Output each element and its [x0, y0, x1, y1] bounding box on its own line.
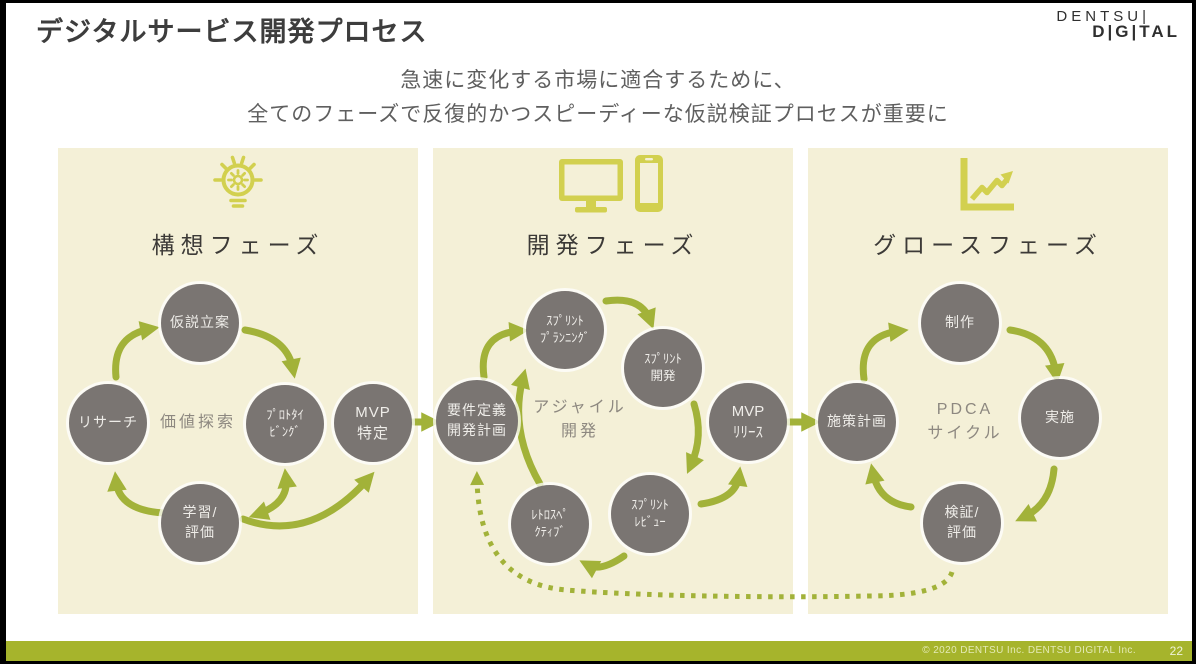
- copyright-text: © 2020 DENTSU Inc. DENTSU DIGITAL Inc.: [922, 645, 1136, 656]
- frame-edge-bottom: [0, 661, 1196, 664]
- logo-line1: DENTSU|: [1056, 8, 1150, 25]
- subtitle-line2: 全てのフェーズで反復的かつスピーディーな仮説検証プロセスが重要に: [247, 103, 949, 127]
- phase-title-concept: 構想フェーズ: [151, 232, 325, 258]
- node-research: リサーチ: [69, 384, 147, 462]
- panel-concept-phase: 構想フェーズ: [58, 148, 418, 614]
- node-requirements-plan: 要件定義 開発計画: [436, 380, 518, 462]
- page-title: デジタルサービス開発プロセス: [36, 17, 428, 47]
- phase-title-development: 開発フェーズ: [526, 232, 700, 258]
- node-sprint-review: ｽﾌﾟﾘﾝﾄ ﾚﾋﾞｭｰ: [611, 475, 689, 553]
- node-mvp-identify: MVP 特定: [334, 384, 412, 462]
- logo-line2: D|G|TAL: [1092, 22, 1180, 41]
- dentsu-digital-logo: DENTSU| D|G|TAL: [1056, 8, 1180, 42]
- devices-icon: [433, 154, 793, 219]
- growth-chart-icon: [808, 154, 1168, 219]
- node-prototyping: ﾌﾟﾛﾄﾀｲ ﾋﾞﾝｸﾞ: [246, 385, 324, 463]
- label-pdca-cycle: PDCA サイクル: [927, 401, 1003, 442]
- frame-edge-right: [1192, 0, 1196, 664]
- subtitle-line1: 急速に変化する市場に適合するために、: [400, 69, 796, 92]
- lightbulb-gear-icon: [58, 154, 418, 219]
- node-verification-evaluation: 検証/ 評価: [923, 484, 1001, 562]
- node-learning-evaluation: 学習/ 評価: [161, 484, 239, 562]
- phase-title-growth: グロースフェーズ: [873, 232, 1103, 258]
- page-number: 22: [1169, 644, 1183, 658]
- label-value-exploration: 価値探索: [159, 414, 237, 431]
- node-sprint-planning: ｽﾌﾟﾘﾝﾄ ﾌﾟﾗﾝﾆﾝｸﾞ: [526, 291, 604, 369]
- node-sprint-development: ｽﾌﾟﾘﾝﾄ 開発: [624, 329, 702, 407]
- node-hypothesis: 仮説立案: [161, 284, 239, 362]
- frame-edge-top: [0, 0, 1196, 3]
- slide-subtitle: 急速に変化する市場に適合するために、 全てのフェーズで反復的かつスピーディーな仮…: [0, 64, 1196, 132]
- node-retrospective: ﾚﾄﾛｽﾍﾟ ｸﾃｨﾌﾞ: [511, 485, 589, 563]
- frame-edge-left: [0, 0, 6, 664]
- node-production: 制作: [921, 284, 999, 362]
- label-agile-development: アジャイル 開発: [533, 399, 627, 440]
- node-mvp-release: MVP ﾘﾘｰｽ: [709, 383, 787, 461]
- node-measure-planning: 施策計画: [818, 383, 896, 461]
- node-execution: 実施: [1021, 379, 1099, 457]
- footer-bar: © 2020 DENTSU Inc. DENTSU DIGITAL Inc. 2…: [0, 641, 1196, 661]
